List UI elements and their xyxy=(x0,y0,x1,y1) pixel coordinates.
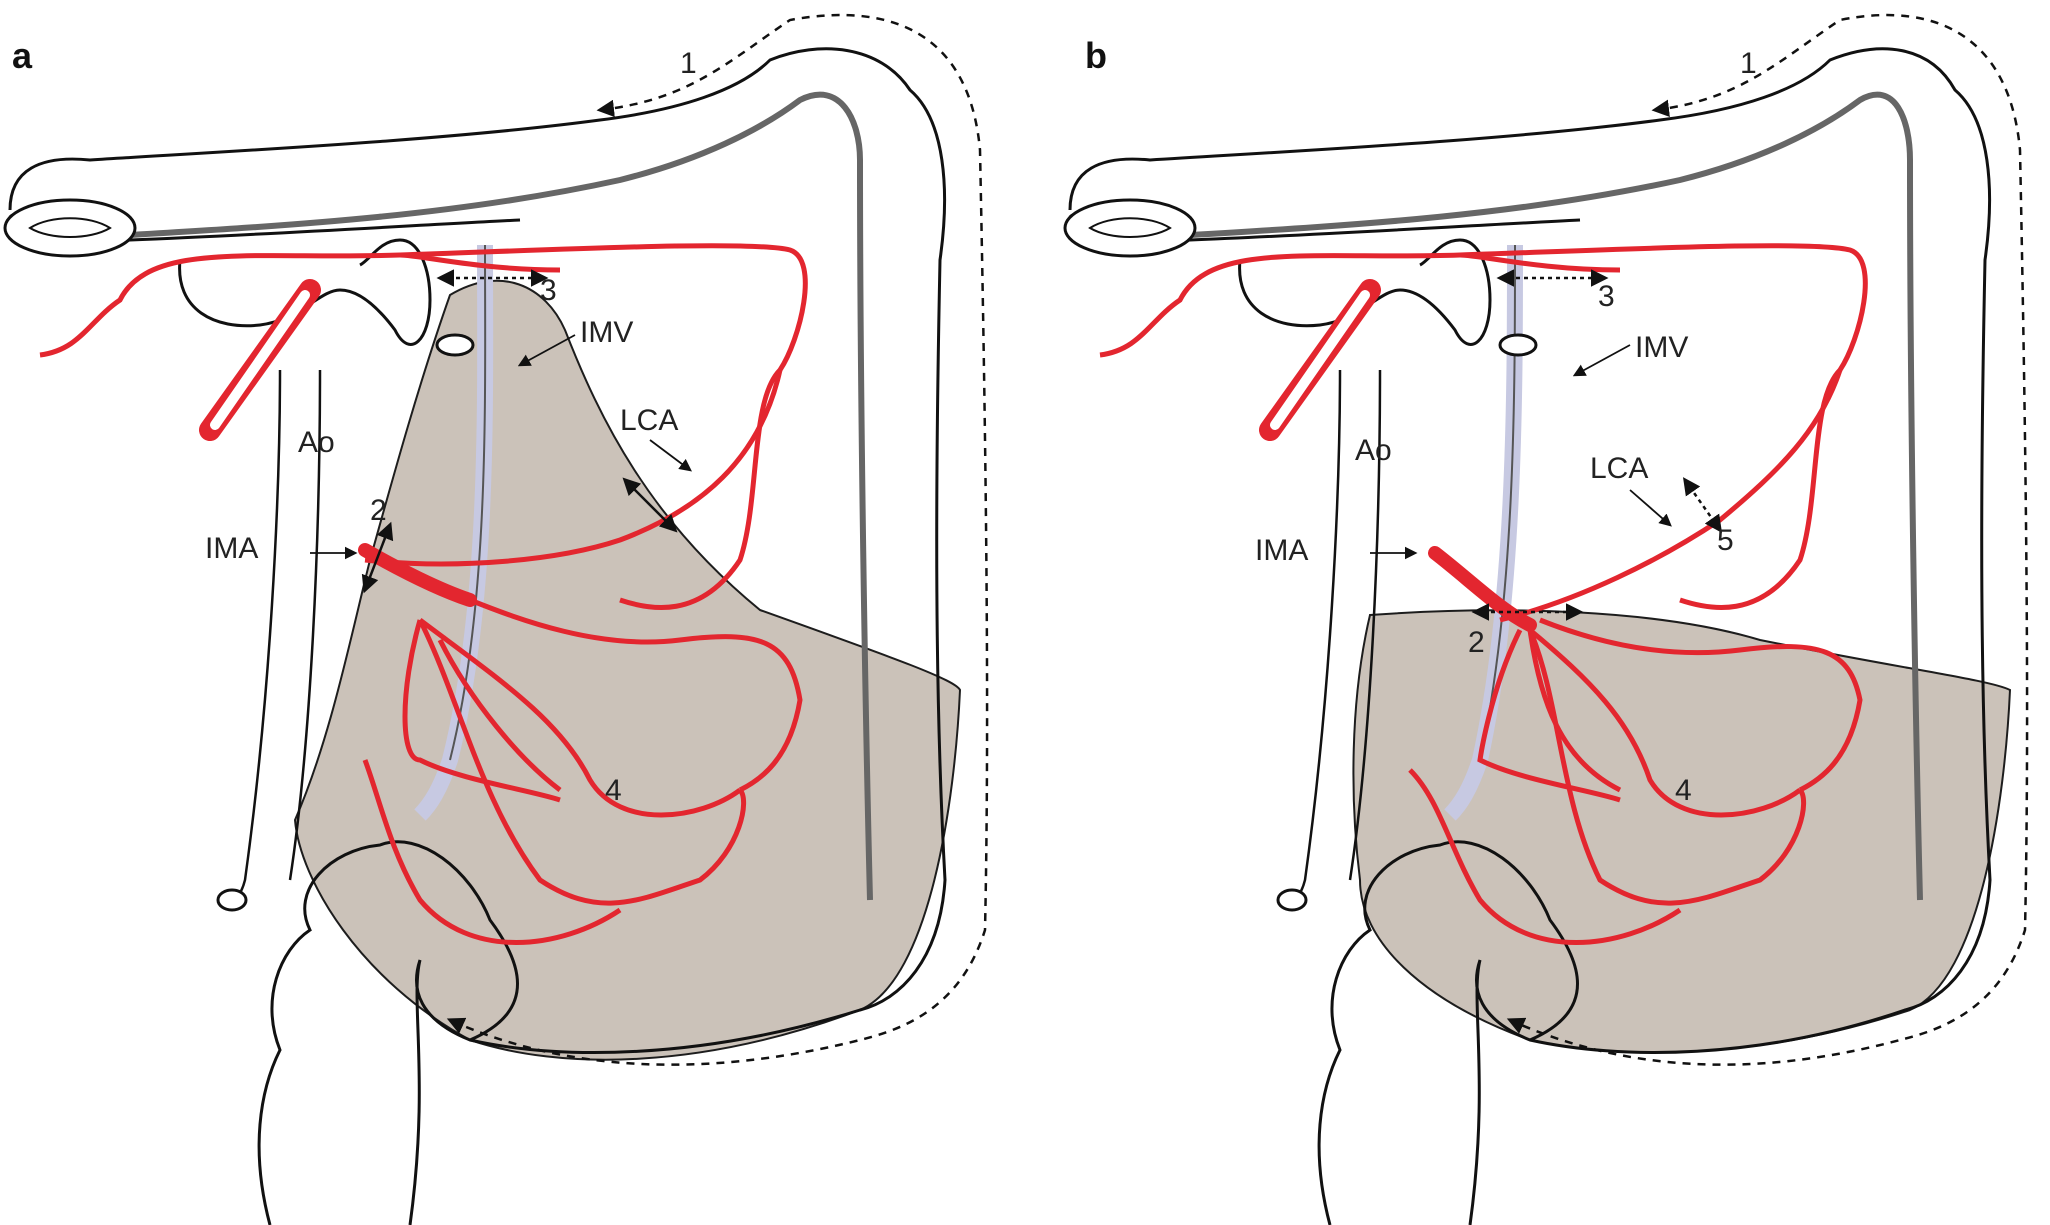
mobilization-route-1 xyxy=(446,13,989,1066)
arterial-tree xyxy=(1099,243,1868,945)
panel-b-diagram: b 1 3 IMV LCA Ao 2 IMA 5 4 xyxy=(1063,13,2029,1225)
label-ima: IMA xyxy=(1255,534,1308,567)
duodenum xyxy=(178,238,432,346)
label-3: 3 xyxy=(1598,280,1615,313)
transverse-colon-inner xyxy=(1189,91,1923,901)
lca-transection xyxy=(622,477,678,533)
label-1: 1 xyxy=(680,47,697,80)
label-4: 4 xyxy=(605,774,622,807)
lca-transection-5 xyxy=(1682,477,1723,533)
arterial-tree xyxy=(39,243,808,945)
sigmoid-colon xyxy=(1317,840,1579,1225)
label-1: 1 xyxy=(1740,47,1757,80)
label-lca: LCA xyxy=(620,404,678,437)
label-4: 4 xyxy=(1675,774,1692,807)
label-lca: LCA xyxy=(1590,452,1648,485)
colon-cut-end xyxy=(3,198,137,258)
transverse-colon-inner xyxy=(129,91,873,901)
lca-pointer xyxy=(649,439,693,472)
colon-cut-end xyxy=(1063,198,1197,258)
transverse-colon xyxy=(8,47,947,1054)
panel-b: b 1 3 IMV LCA Ao 2 IMA 5 4 xyxy=(1060,0,2050,1225)
panel-a: a 1 3 IMV LCA Ao 2 IMA 4 xyxy=(3,13,989,1225)
resection-area-shading xyxy=(1352,609,2012,1054)
label-2: 2 xyxy=(1468,626,1485,659)
sigmoid-colon xyxy=(257,840,519,1225)
imv-cut-end xyxy=(435,333,475,357)
lca-pointer xyxy=(1629,489,1672,527)
label-imv: IMV xyxy=(580,316,633,349)
label-ao: Ao xyxy=(1355,434,1392,467)
aorta-cut-end xyxy=(216,888,248,912)
panel-a-diagram: a 1 3 IMV LCA Ao 2 IMA 4 xyxy=(3,13,989,1225)
dissection-line-2 xyxy=(361,521,394,594)
label-ima: IMA xyxy=(205,532,258,565)
label-2: 2 xyxy=(370,494,387,527)
duodenum xyxy=(1238,238,1492,346)
transverse-colon xyxy=(1068,47,1992,1054)
aorta-cut-end xyxy=(1276,888,1308,912)
imv-pointer xyxy=(517,334,576,367)
label-3: 3 xyxy=(540,274,557,307)
imv-pointer xyxy=(1572,344,1631,377)
panel-letter: a xyxy=(12,35,33,76)
imv-cut-end xyxy=(1498,333,1538,357)
mobilization-route-1 xyxy=(1506,13,2029,1066)
panel-letter: b xyxy=(1085,35,1107,76)
label-5: 5 xyxy=(1717,524,1734,557)
label-ao: Ao xyxy=(298,426,335,459)
label-imv: IMV xyxy=(1635,331,1688,364)
